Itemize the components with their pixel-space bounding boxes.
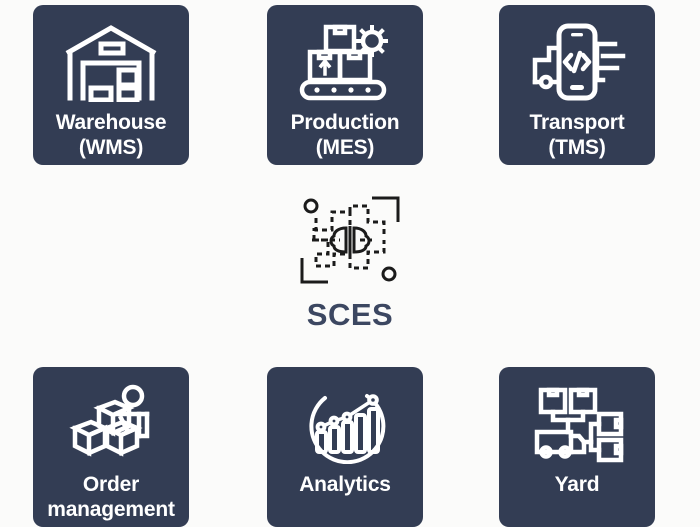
yard-truck-dock-icon (525, 381, 629, 467)
center-node-sces[interactable]: SCES (275, 192, 425, 337)
tile-label-yard: Yard (555, 473, 600, 498)
tile-label-line2: (WMS) (78, 135, 144, 159)
tile-label-order-management: Order management (47, 473, 175, 523)
tile-label-line1: Order (82, 473, 140, 496)
tile-label-line1: Production (290, 111, 400, 134)
tile-warehouse[interactable]: Warehouse (WMS) (33, 5, 189, 165)
bar-chart-trend-circle-icon (293, 381, 397, 467)
tile-transport[interactable]: Transport (TMS) (499, 5, 655, 165)
tile-label-line2: (TMS) (548, 135, 606, 159)
warehouse-icon (59, 19, 163, 105)
tile-yard[interactable]: Yard (499, 367, 655, 527)
ai-circuit-brain-icon (294, 192, 406, 288)
tile-label-line1: Warehouse (55, 111, 167, 134)
tile-label-line1: Yard (554, 473, 600, 496)
tile-label-line2: management (47, 497, 175, 521)
tile-label-line2: (MES) (315, 135, 375, 159)
conveyor-boxes-gear-icon (293, 19, 397, 105)
center-label-sces: SCES (306, 297, 394, 332)
tile-label-line1: Transport (529, 111, 625, 134)
tile-label-analytics: Analytics (299, 473, 391, 498)
tile-order-management[interactable]: Order management (33, 367, 189, 527)
tile-label-warehouse: Warehouse (WMS) (56, 111, 167, 161)
tile-production[interactable]: Production (MES) (267, 5, 423, 165)
tile-analytics[interactable]: Analytics (267, 367, 423, 527)
tile-label-line1: Analytics (299, 473, 391, 496)
tile-label-production: Production (MES) (291, 111, 400, 161)
truck-mobile-code-icon (525, 19, 629, 105)
worker-boxes-icon (59, 381, 163, 467)
tile-label-transport: Transport (TMS) (529, 111, 624, 161)
